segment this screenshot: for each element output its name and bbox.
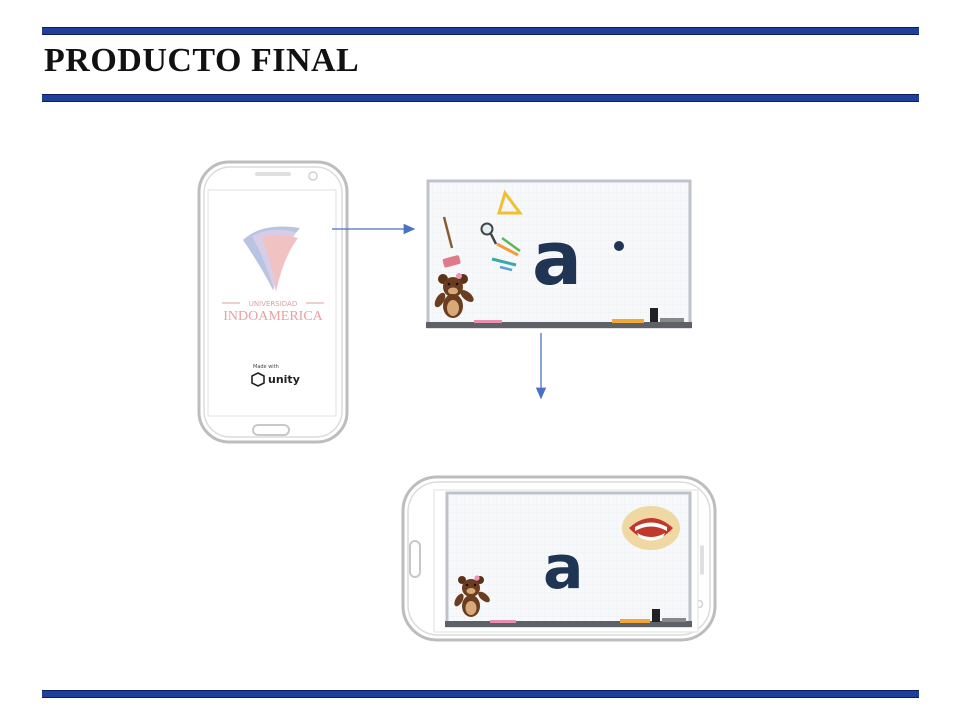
bear-mascot	[434, 273, 474, 318]
magnifier-icon	[480, 222, 498, 245]
whiteboard-screen: a	[426, 179, 692, 329]
whiteboard-screen-mouth: a	[445, 491, 692, 628]
logo-line1: UNIVERSIDAD	[249, 300, 297, 308]
bear-mascot-small	[454, 575, 490, 617]
bottom-rule	[42, 690, 919, 698]
triangle-ruler-icon	[496, 189, 523, 215]
made-with-label: Made with	[253, 364, 279, 370]
unity-label: unity	[268, 373, 300, 386]
board-letter: a	[532, 216, 582, 302]
top-rule-lower	[42, 94, 919, 102]
mouth-icon	[622, 506, 680, 550]
top-rule-upper	[42, 27, 919, 35]
made-with-unity: Made with unity	[251, 364, 300, 387]
university-logo: UNIVERSIDAD INDOAMERICA	[222, 226, 324, 324]
eraser-icon	[442, 255, 461, 268]
unity-icon	[251, 372, 265, 387]
logo-line2: INDOAMERICA	[223, 309, 323, 324]
paintbrush-icon	[442, 216, 454, 249]
board-letter-mouth: a	[543, 533, 584, 603]
slide-title: PRODUCTO FINAL	[44, 42, 360, 79]
pencils-icon	[491, 236, 521, 272]
board-dot	[614, 241, 624, 251]
